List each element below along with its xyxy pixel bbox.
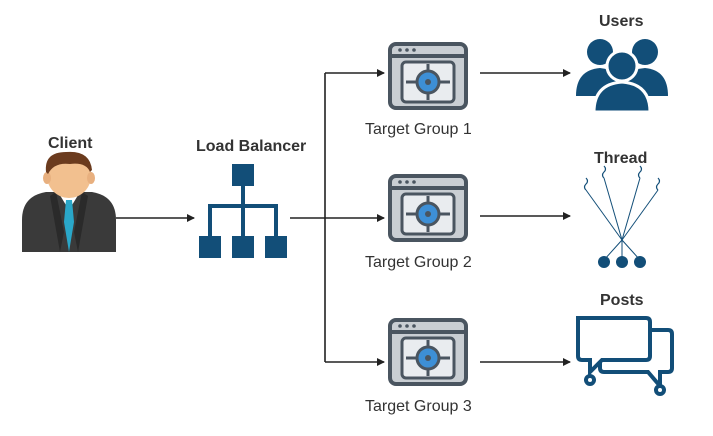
target-group-1-icon	[388, 42, 468, 110]
users-icon	[576, 39, 668, 114]
thread-icon	[583, 165, 661, 268]
client-label: Client	[48, 135, 93, 152]
target-group-2-label: Target Group 2	[365, 254, 472, 271]
thread-label: Thread	[594, 150, 648, 167]
users-label: Users	[599, 13, 644, 30]
load-balancer-label: Load Balancer	[196, 138, 307, 155]
target-group-1-label: Target Group 1	[365, 121, 472, 138]
posts-icon	[576, 316, 674, 396]
target-group-2-icon	[388, 174, 468, 242]
target-group-3-label: Target Group 3	[365, 398, 472, 415]
target-group-3-icon	[388, 318, 468, 386]
posts-label: Posts	[600, 292, 644, 309]
load-balancer-icon	[199, 164, 287, 258]
client-person-icon	[22, 151, 116, 252]
